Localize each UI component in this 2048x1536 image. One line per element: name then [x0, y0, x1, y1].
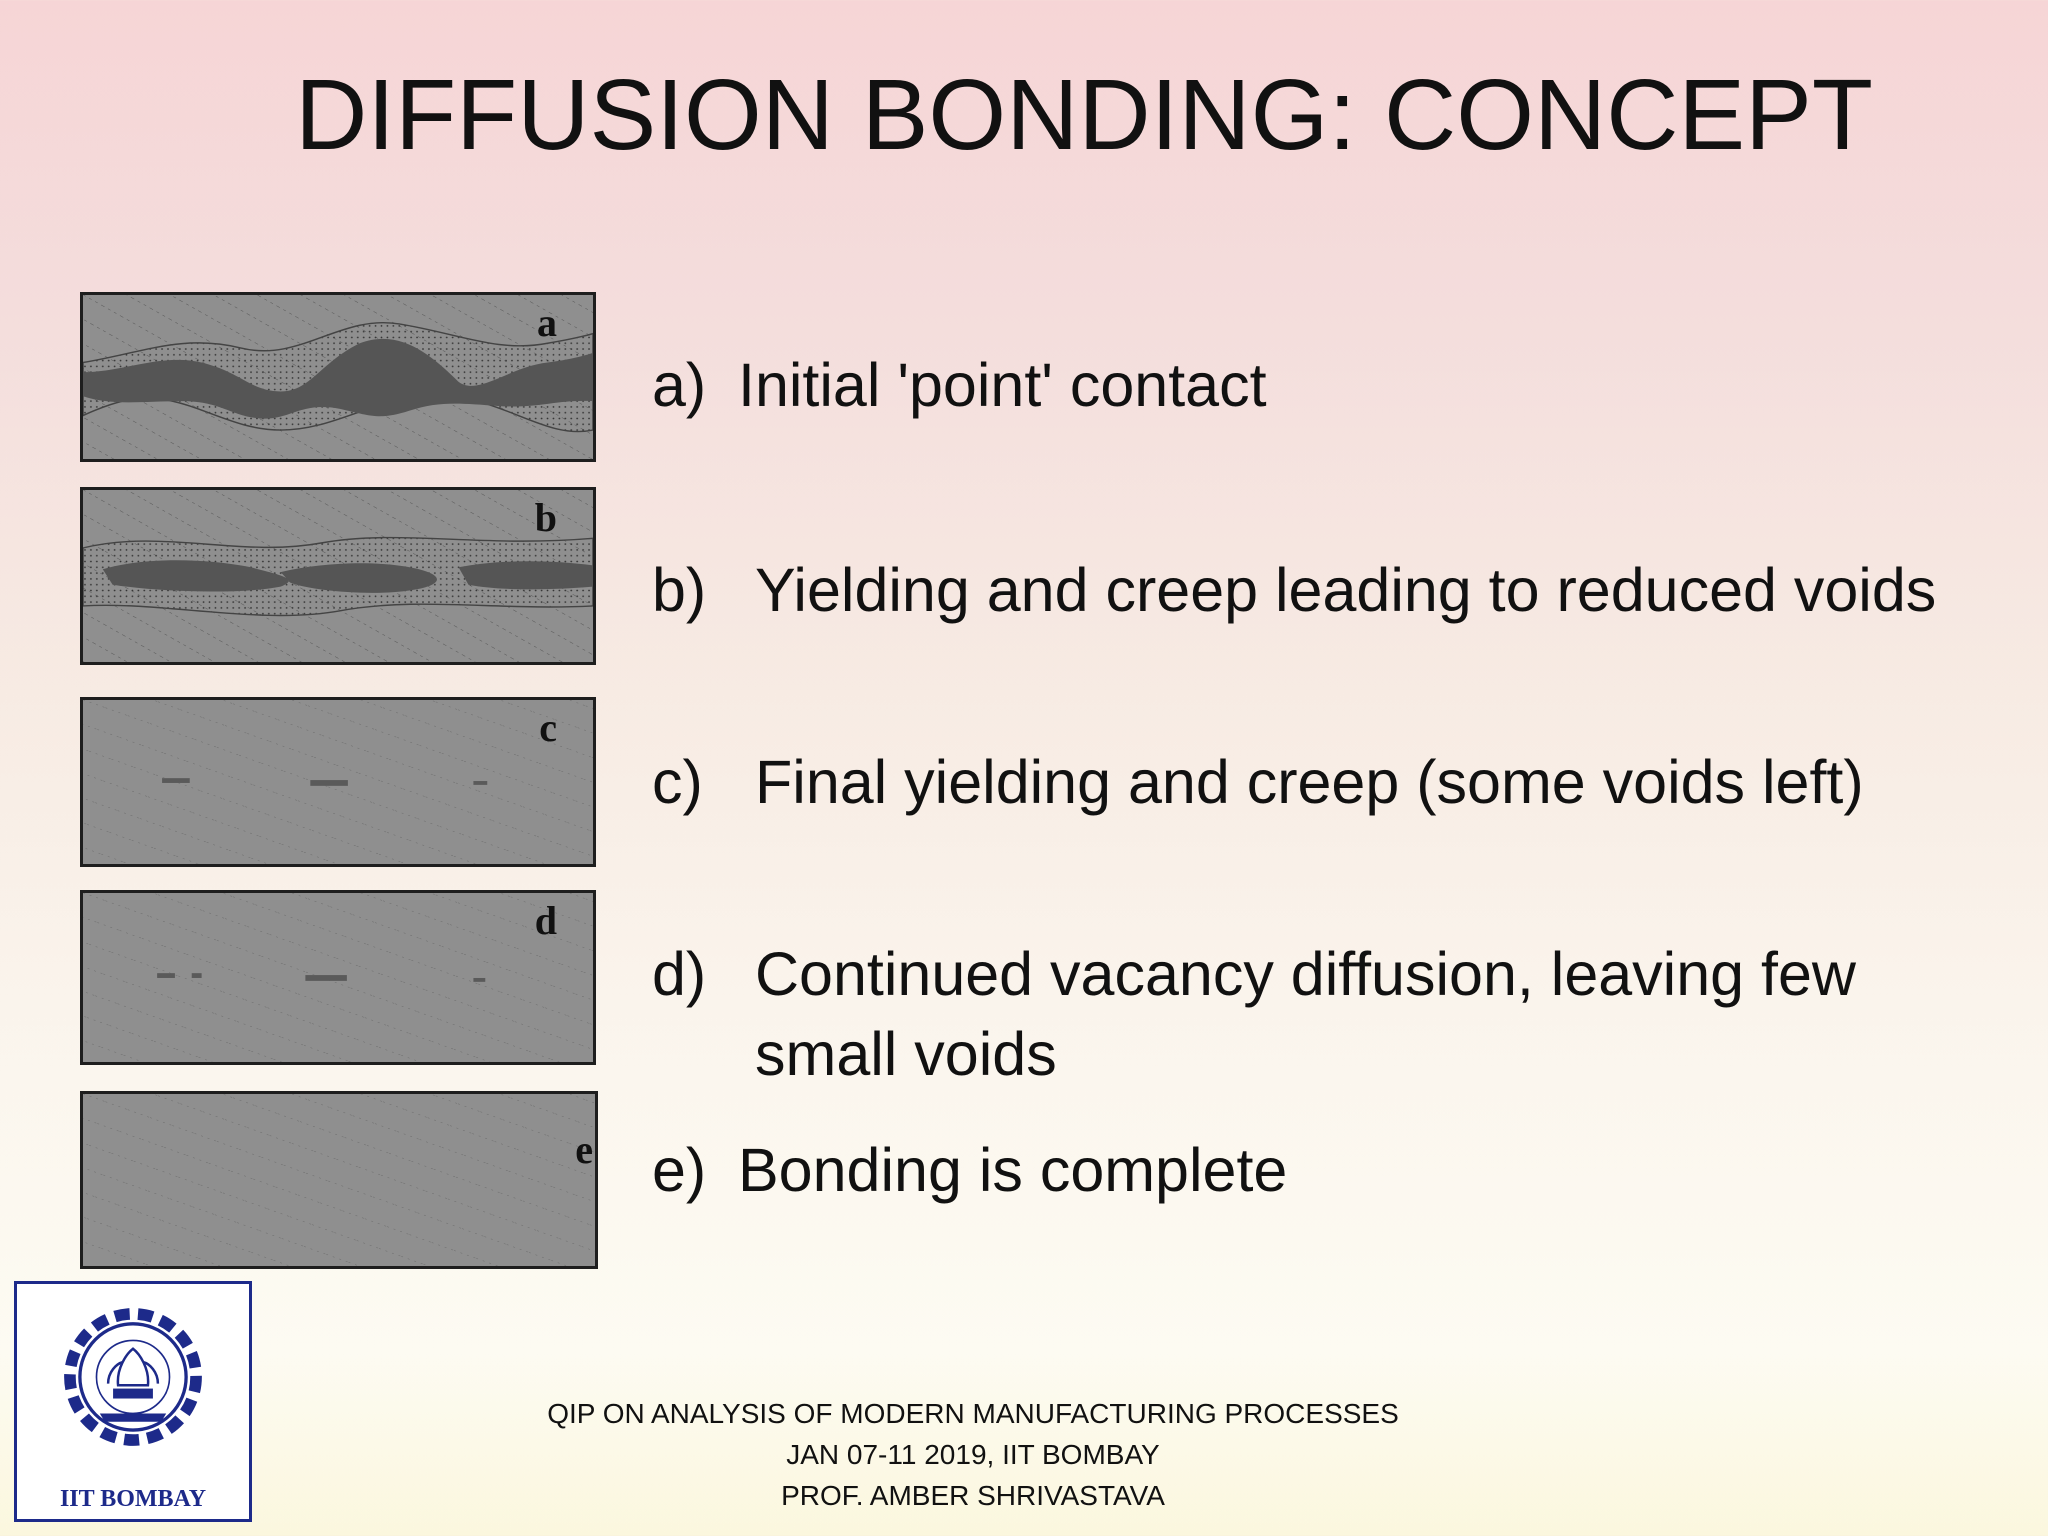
step-e: e) Bonding is complete [652, 1130, 706, 1210]
step-e-text: Bonding is complete [738, 1130, 1287, 1210]
step-b-text: Yielding and creep leading to reduced vo… [755, 550, 1936, 630]
step-d-text-continued: small voids [755, 1014, 1057, 1094]
footer-event-line: QIP ON ANALYSIS OF MODERN MANUFACTURING … [440, 1393, 1506, 1434]
step-c-label: c) [652, 742, 703, 822]
slide-footer: QIP ON ANALYSIS OF MODERN MANUFACTURING … [440, 1393, 1506, 1516]
panel-letter-d: d [535, 897, 557, 944]
diagram-panel-e: e [80, 1091, 598, 1269]
step-d-text: Continued vacancy diffusion, leaving few [755, 934, 1856, 1014]
step-a-text: Initial 'point' contact [738, 345, 1267, 425]
step-c: c) Final yielding and creep (some voids … [652, 742, 703, 822]
diagram-panel-c: c [80, 697, 596, 867]
gear-emblem-icon [17, 1284, 249, 1484]
slide-title: DIFFUSION BONDING: CONCEPT [0, 58, 2048, 173]
step-d-label: d) [652, 934, 706, 1014]
initial-contact-diagram [83, 295, 593, 459]
diagram-panel-d: d [80, 890, 596, 1065]
bonding-complete-diagram [83, 1094, 595, 1266]
iit-bombay-logo: IIT BOMBAY [14, 1281, 252, 1522]
footer-presenter-line: PROF. AMBER SHRIVASTAVA [440, 1475, 1506, 1516]
few-small-voids-diagram [83, 893, 593, 1062]
panel-letter-e: e [575, 1126, 593, 1173]
panel-letter-a: a [537, 299, 557, 346]
reduced-voids-diagram [83, 490, 593, 662]
step-b: b) Yielding and creep leading to reduced… [652, 550, 706, 630]
step-d: d) Continued vacancy diffusion, leaving … [652, 934, 706, 1014]
panel-letter-b: b [535, 494, 557, 541]
step-b-label: b) [652, 550, 706, 630]
panel-letter-c: c [539, 704, 557, 751]
footer-date-line: JAN 07-11 2019, IIT BOMBAY [440, 1434, 1506, 1475]
diagram-panel-b: b [80, 487, 596, 665]
some-voids-left-diagram [83, 700, 593, 864]
logo-caption: IIT BOMBAY [17, 1486, 249, 1513]
step-a: a) Initial 'point' contact [652, 345, 706, 425]
step-a-label: a) [652, 345, 706, 425]
step-c-text: Final yielding and creep (some voids lef… [755, 742, 1864, 822]
step-e-label: e) [652, 1130, 706, 1210]
diagram-panel-a: a [80, 292, 596, 462]
